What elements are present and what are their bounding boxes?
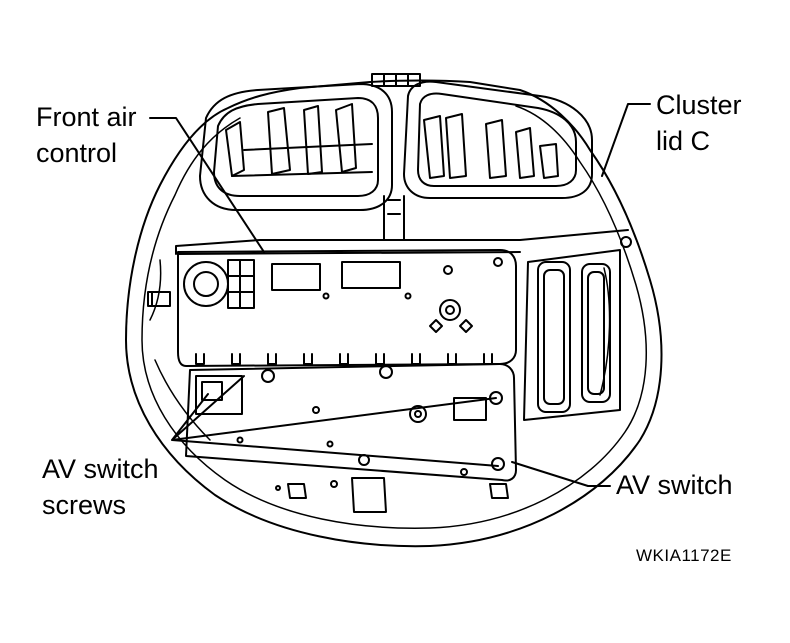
- label-av-switch-screws-line2: screws: [42, 490, 127, 520]
- vent-top-tab: [372, 74, 420, 86]
- hazard-switch-slots: [524, 237, 631, 420]
- knob-icon: [184, 262, 228, 306]
- leader-cluster-lid: [602, 104, 650, 176]
- front-air-control-unit: [148, 250, 516, 366]
- av-switch-screw-2: [380, 366, 392, 378]
- leader-av-switch: [512, 462, 610, 486]
- label-cluster-lid-line2: lid C: [656, 126, 711, 156]
- leader-front-air-control: [150, 118, 264, 252]
- label-av-switch: AV switch: [616, 470, 733, 500]
- panel-ledge: [176, 230, 628, 254]
- label-front-air-control-line2: control: [36, 138, 118, 168]
- av-switch-unit: [186, 364, 516, 481]
- left-air-vent: [200, 84, 392, 210]
- label-av-switch-screws-line1: AV switch: [42, 454, 159, 484]
- av-switch-screw-4: [492, 458, 504, 470]
- av-switch-screw-1: [262, 370, 274, 382]
- cluster-lid-inner-rim: [142, 106, 646, 528]
- label-front-air-control-line1: Front air: [36, 102, 137, 132]
- right-air-vent: [404, 82, 592, 198]
- figure-code: WKIA1172E: [636, 546, 732, 565]
- vent-center-divider: [384, 196, 404, 240]
- leader-av-switch-screws: [172, 376, 498, 466]
- label-cluster-lid-line1: Cluster: [656, 90, 742, 120]
- bottom-clips: [276, 478, 508, 512]
